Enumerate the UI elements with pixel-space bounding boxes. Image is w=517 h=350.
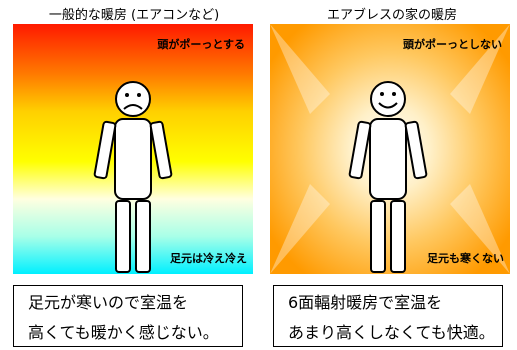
light-ray-bottom-left: [270, 184, 330, 274]
frown-mouth: [123, 104, 143, 110]
right-heating-panel: 頭がポーっとしない 足元も寒くない: [270, 24, 510, 274]
left-title: 一般的な暖房 (エアコンなど): [48, 8, 220, 23]
light-ray-top-right: [450, 24, 510, 114]
left-leg: [370, 200, 386, 273]
right-top-note: 頭がポーっとしない: [403, 38, 502, 51]
right-bottom-note: 足元も寒くない: [427, 252, 504, 265]
happy-person-figure: [270, 24, 510, 274]
left-heating-panel: 頭がポーっとする 足元は冷え冷え: [13, 24, 253, 274]
torso: [114, 118, 152, 200]
left-eye: [125, 93, 129, 97]
torso: [369, 118, 407, 200]
light-ray-top-left: [270, 24, 330, 114]
left-bottom-note: 足元は冷え冷え: [170, 252, 247, 265]
right-leg: [390, 200, 406, 273]
left-arm: [93, 120, 117, 180]
right-arm: [404, 120, 428, 180]
left-caption-box: 足元が寒いので室温を 高くても暖かく感じない。: [13, 285, 243, 347]
head: [115, 81, 151, 117]
right-caption-box: 6面輻射暖房で室温を あまり高くしなくても快適。: [273, 285, 503, 347]
left-top-note: 頭がポーっとする: [157, 38, 245, 51]
left-eye: [380, 92, 384, 96]
right-caption-line-2: あまり高くしなくても快適。: [288, 323, 495, 342]
head: [370, 81, 406, 117]
light-ray-bottom-right: [450, 184, 510, 274]
left-caption-line-2: 高くても暖かく感じない。: [28, 323, 219, 342]
sad-person-figure: [93, 81, 173, 273]
right-caption-line-1: 6面輻射暖房で室温を: [288, 293, 443, 312]
left-caption-line-1: 足元が寒いので室温を: [28, 293, 189, 312]
right-leg: [135, 200, 151, 273]
right-arm: [149, 120, 173, 180]
left-arm: [348, 120, 372, 180]
left-leg: [115, 200, 131, 273]
right-eye: [392, 92, 396, 96]
right-eye: [137, 93, 141, 97]
right-title: エアブレスの家の暖房: [326, 8, 457, 23]
smile-mouth: [378, 102, 398, 109]
